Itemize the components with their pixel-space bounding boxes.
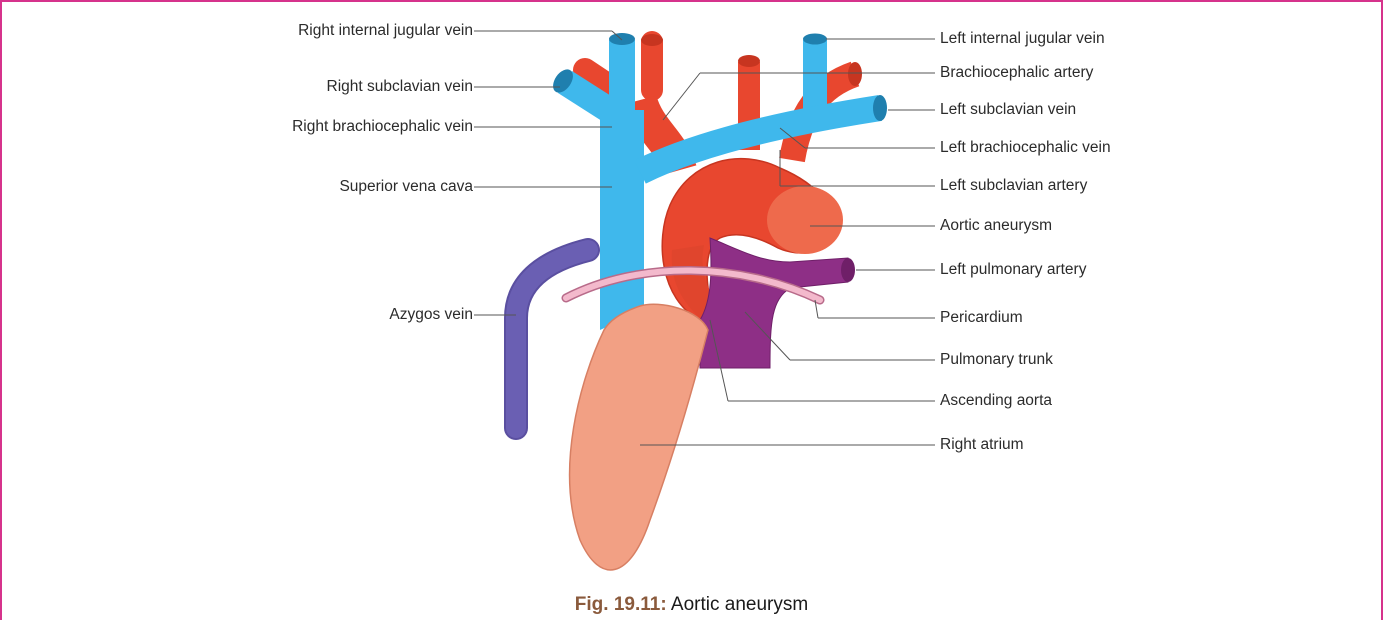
label-pericardium: Pericardium [940,309,1023,327]
label-left-brachiocephalic-vein: Left brachiocephalic vein [940,139,1111,157]
superior-vena-cava [600,110,644,330]
aortic-aneurysm [767,186,843,254]
right-atrium [570,304,708,570]
label-left-internal-jugular-vein: Left internal jugular vein [940,30,1105,48]
figure-caption: Fig. 19.11: Aortic aneurysm [0,594,1383,616]
pulmonary-trunk [700,238,848,368]
label-left-subclavian-artery: Left subclavian artery [940,177,1087,195]
label-brachiocephalic-artery: Brachiocephalic artery [940,64,1093,82]
figure-title: Aortic aneurysm [671,594,808,615]
label-left-subclavian-vein: Left subclavian vein [940,101,1076,119]
label-azygos-vein: Azygos vein [389,306,473,324]
label-superior-vena-cava: Superior vena cava [339,178,473,196]
label-right-brachiocephalic-vein: Right brachiocephalic vein [292,118,473,136]
label-right-internal-jugular-vein: Right internal jugular vein [298,22,473,40]
figure-number: Fig. 19.11: [575,594,667,615]
label-aortic-aneurysm: Aortic aneurysm [940,217,1052,235]
label-pulmonary-trunk: Pulmonary trunk [940,351,1053,369]
label-left-pulmonary-artery: Left pulmonary artery [940,261,1086,279]
label-ascending-aorta: Ascending aorta [940,392,1052,410]
label-right-atrium: Right atrium [940,436,1024,454]
label-right-subclavian-vein: Right subclavian vein [327,78,473,96]
